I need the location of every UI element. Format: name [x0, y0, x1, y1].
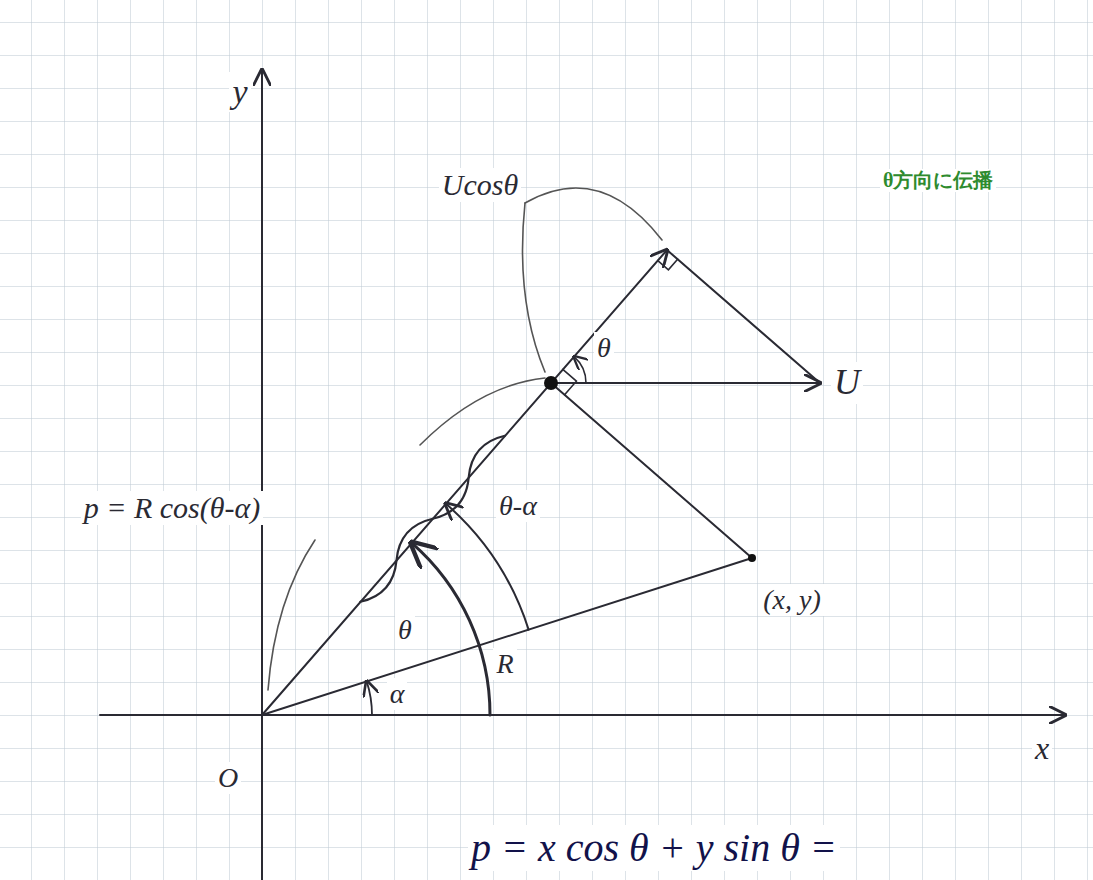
vector-label: U [831, 362, 863, 403]
y-axis [261, 70, 263, 880]
radius-line [262, 558, 752, 715]
angle-label: α [387, 678, 408, 710]
propagation-line [262, 250, 667, 715]
angle-arc [367, 681, 372, 715]
angle-label: θ [594, 332, 614, 364]
angle-arc [446, 504, 529, 630]
leader-line [525, 188, 662, 240]
point-label: (x, y) [760, 584, 824, 616]
point-marker [748, 554, 756, 562]
axis-label: y [229, 72, 250, 111]
perpendicular-line [551, 383, 752, 558]
length-label: R [493, 648, 516, 680]
equation: p = x cos θ + y sin θ = [468, 825, 840, 871]
foot-point [544, 376, 558, 390]
angle-label: θ-α [496, 490, 540, 522]
angle-arc [412, 543, 490, 715]
angle-arc [574, 357, 586, 383]
note-text: θ方向に伝播 [880, 169, 996, 192]
wave [360, 436, 504, 602]
leader-line [268, 540, 315, 690]
math-label: Ucosθ [439, 168, 521, 203]
projection-line [667, 250, 820, 383]
leader-line [523, 203, 546, 372]
origin-label: O [215, 762, 241, 794]
axis-label: x [1032, 730, 1052, 767]
math-label: p = R cos(θ-α) [81, 491, 264, 526]
velocity-arrow [551, 382, 820, 384]
angle-label: θ [395, 614, 415, 646]
leader-line [420, 378, 545, 445]
x-axis [100, 714, 1065, 716]
right-angle-mark [658, 259, 678, 270]
